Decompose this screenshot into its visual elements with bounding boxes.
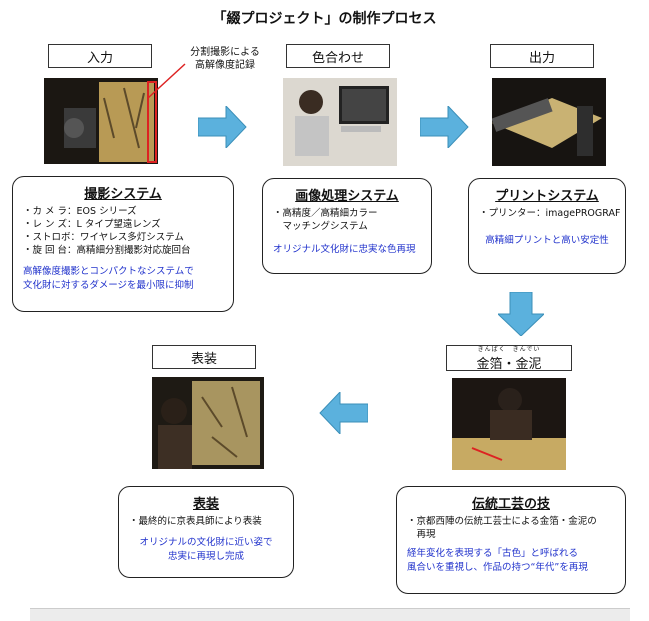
camera-photo: [44, 78, 158, 164]
diagram-title: 「綴プロジェクト」の制作プロセス: [212, 11, 437, 27]
craft-item: 再現: [407, 529, 436, 540]
print-note: 高精細プリントと高い安定性: [485, 235, 609, 246]
camera-item: ・レ ン ズ：L タイプ望遠レンズ: [23, 219, 161, 230]
annotation-line-2: 高解像度記録: [195, 60, 255, 71]
craft-title: 伝統工芸の技: [471, 497, 550, 512]
image-item: マッチングシステム: [273, 221, 368, 232]
craft-note: 経年変化を表現する「古色」と呼ばれる: [407, 548, 579, 559]
print-item: ・プリンター：imagePROGRAF: [479, 208, 621, 219]
hyoso-panel: 表装 ・最終的に京表具師により表装 オリジナルの文化財に近い姿で 忠実に再現し完…: [118, 486, 294, 578]
step-color-label: 色合わせ: [286, 44, 390, 68]
kinpaku-text: 金箔・金泥: [476, 357, 542, 372]
kinpaku-photo: [452, 378, 566, 470]
image-system-panel: 画像処理システム ・高精度／高精細カラー マッチングシステム オリジナル文化財に…: [262, 178, 432, 274]
arrow-kinpaku-to-hyoso: [319, 392, 368, 434]
hyoso-title: 表装: [192, 497, 219, 512]
kinpaku-ruby-1: きんぱく: [477, 346, 506, 353]
image-item: ・高精度／高精細カラー: [273, 208, 378, 219]
craft-panel: 伝統工芸の技 ・京都西陣の伝統工芸士による金箔・金泥の 再現 経年変化を表現する…: [396, 486, 626, 594]
viewer-toolbar: [30, 608, 630, 621]
craft-note: 風合いを重視し、作品の持つ“年代”を再現: [407, 562, 588, 573]
print-system-panel: プリントシステム ・プリンター：imagePROGRAF 高精細プリントと高い安…: [468, 178, 626, 274]
camera-note: 文化財に対するダメージを最小限に抑制: [23, 280, 194, 291]
step-input-label: 入力: [48, 44, 152, 68]
step-hyoso-label: 表装: [152, 345, 256, 369]
kinpaku-ruby-2: きんでい: [512, 346, 541, 353]
camera-item: ・ストロボ：ワイヤレス多灯システム: [23, 232, 184, 243]
color-photo: [283, 78, 397, 166]
camera-note: 高解像度撮影とコンパクトなシステムで: [23, 266, 194, 277]
arrow-input-to-color: [198, 106, 247, 148]
image-note: オリジナル文化財に忠実な色再現: [273, 244, 416, 255]
camera-item: ・旋 回 台：高精細分割撮影対応旋回台: [23, 245, 191, 256]
annotation-pointer: [147, 63, 186, 99]
annotation-line-1: 分割撮影による: [190, 47, 260, 58]
step-kinpaku-label: きんぱく きんでい 金箔・金泥: [446, 344, 572, 372]
hyoso-note: オリジナルの文化財に近い姿で: [139, 537, 273, 548]
hyoso-note: 忠実に再現し完成: [167, 551, 244, 562]
hyoso-item: ・最終的に京表具師により表装: [129, 516, 262, 527]
image-system-title: 画像処理システム: [295, 189, 399, 204]
camera-system-title: 撮影システム: [84, 187, 162, 202]
print-system-title: プリントシステム: [495, 189, 599, 204]
camera-item: ・カ メ ラ：EOS シリーズ: [23, 206, 137, 217]
arrow-output-to-kinpaku: [498, 292, 544, 336]
annotation-text: 分割撮影による 高解像度記録: [170, 46, 280, 72]
step-output-label: 出力: [490, 44, 594, 68]
print-photo: [492, 78, 606, 166]
kinpaku-ruby: きんぱく きんでい: [478, 344, 541, 353]
craft-item: ・京都西陣の伝統工芸士による金箔・金泥の: [407, 516, 597, 527]
hyoso-photo: [152, 377, 264, 469]
camera-system-panel: 撮影システム ・カ メ ラ：EOS シリーズ ・レ ン ズ：L タイプ望遠レンズ…: [12, 176, 234, 312]
arrow-color-to-output: [420, 106, 469, 148]
